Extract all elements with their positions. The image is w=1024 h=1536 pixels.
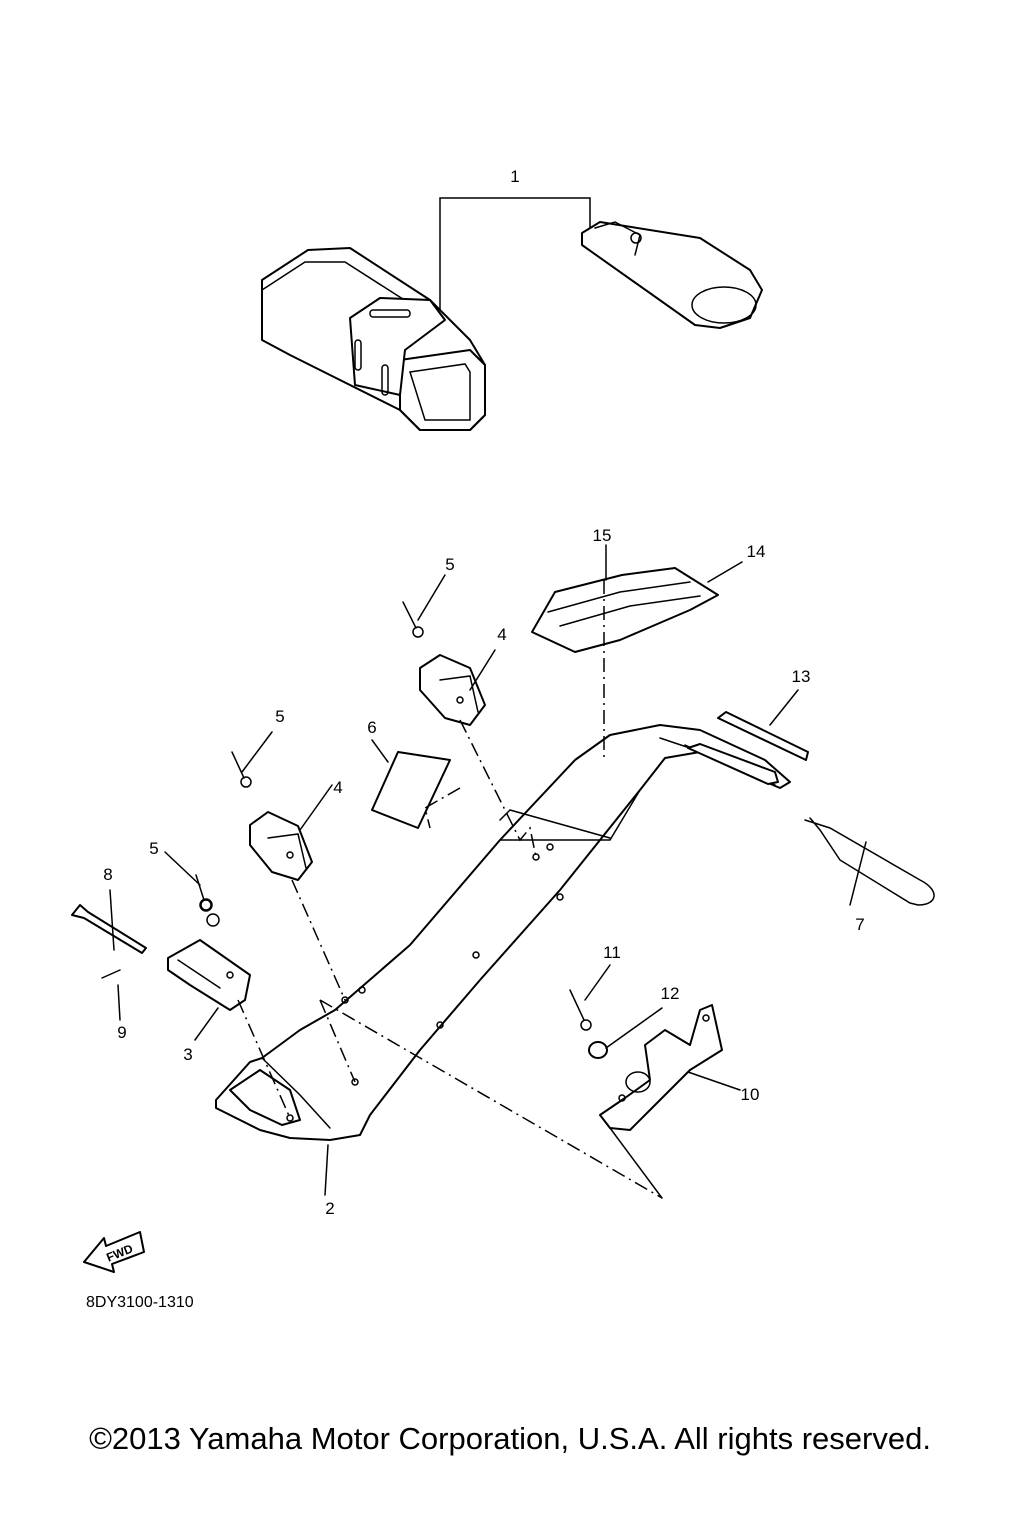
callout-5-middle: 5 bbox=[275, 707, 284, 726]
callout-4-lower: 4 bbox=[333, 778, 342, 797]
callout-10: 10 bbox=[741, 1085, 760, 1104]
callout-14: 14 bbox=[747, 542, 766, 561]
callout-15: 15 bbox=[593, 526, 612, 545]
main-bracket bbox=[215, 724, 791, 1141]
assembly-lines bbox=[237, 580, 663, 1199]
wire-handle bbox=[804, 817, 935, 906]
clip-upper bbox=[419, 654, 486, 726]
decal-6 bbox=[371, 751, 451, 829]
top-strip bbox=[531, 567, 719, 653]
copyright-notice: ©2013 Yamaha Motor Corporation, U.S.A. A… bbox=[89, 1421, 931, 1456]
callout-13: 13 bbox=[792, 667, 811, 686]
fwd-arrow-icon: FWD bbox=[83, 1231, 145, 1273]
lower-bracket bbox=[599, 1004, 723, 1131]
leader-lines bbox=[109, 544, 867, 1196]
screws bbox=[195, 601, 608, 1059]
clip-lower bbox=[249, 811, 313, 881]
rod-13 bbox=[717, 711, 809, 761]
callout-1: 1 bbox=[510, 167, 519, 186]
callout-8: 8 bbox=[103, 865, 112, 884]
callout-7: 7 bbox=[855, 915, 864, 934]
diagram-code: 8DY3100-1310 bbox=[86, 1294, 194, 1311]
callout-12: 12 bbox=[661, 984, 680, 1003]
callout-11: 11 bbox=[603, 943, 621, 962]
callout-9: 9 bbox=[117, 1023, 126, 1042]
tool-kit-bag bbox=[261, 197, 763, 431]
callout-5-top: 5 bbox=[445, 555, 454, 574]
hinge bbox=[71, 898, 251, 1011]
callout-4-upper: 4 bbox=[497, 625, 506, 644]
callout-2: 2 bbox=[325, 1199, 334, 1218]
callout-labels: 1 2 3 4 4 5 5 5 6 7 8 9 10 11 12 13 14 1… bbox=[103, 167, 864, 1218]
callout-6: 6 bbox=[367, 718, 376, 737]
callout-3: 3 bbox=[183, 1045, 192, 1064]
callout-5-left: 5 bbox=[149, 839, 158, 858]
